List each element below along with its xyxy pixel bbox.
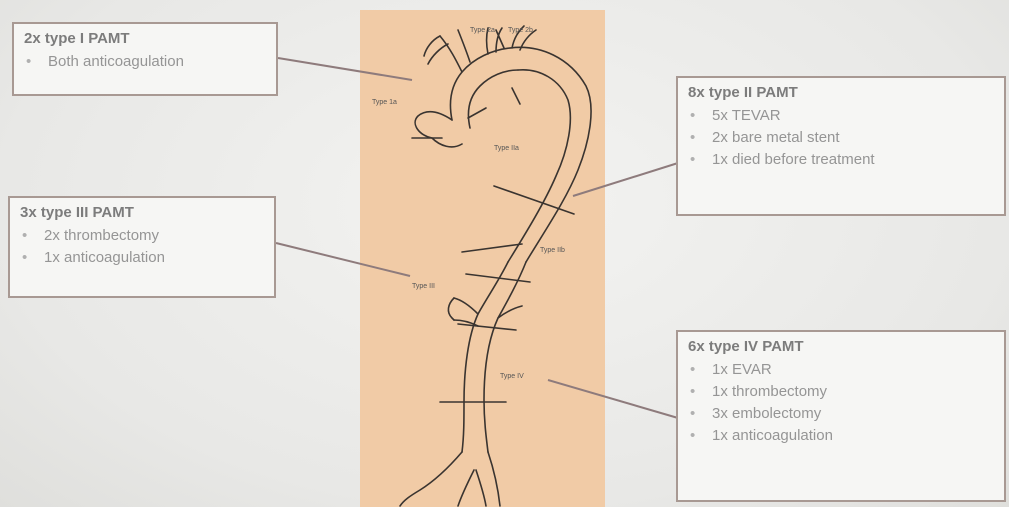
diagram-label-type-4: Type IV bbox=[500, 373, 524, 380]
diagram-label-type-2b-desc: Type IIb bbox=[540, 247, 565, 254]
diagram-label-type-3: Type III bbox=[412, 283, 435, 290]
callout-type-3-title: 3x type III PAMT bbox=[20, 204, 264, 221]
callout-type-2-item: 5x TEVAR bbox=[688, 105, 994, 127]
callout-type-2: 8x type II PAMT 5x TEVAR 2x bare metal s… bbox=[676, 76, 1006, 216]
diagram-label-type-2b-top: Type 2b bbox=[508, 27, 533, 34]
callout-type-4-item: 1x thrombectomy bbox=[688, 381, 994, 403]
callout-type-4: 6x type IV PAMT 1x EVAR 1x thrombectomy … bbox=[676, 330, 1006, 502]
callout-type-2-item: 1x died before treatment bbox=[688, 149, 994, 171]
callout-type-3-item: 2x thrombectomy bbox=[20, 225, 264, 247]
callout-type-2-item: 2x bare metal stent bbox=[688, 127, 994, 149]
callout-type-1: 2x type I PAMT Both anticoagulation bbox=[12, 22, 278, 96]
callout-type-1-item: Both anticoagulation bbox=[24, 51, 266, 73]
aorta-outline bbox=[400, 26, 591, 506]
callout-type-3-item: 1x anticoagulation bbox=[20, 247, 264, 269]
callout-type-4-item: 3x embolectomy bbox=[688, 403, 994, 425]
connector-type1 bbox=[278, 58, 412, 80]
connector-type2 bbox=[573, 163, 678, 196]
diagram-label-type-2a-desc: Type IIa bbox=[494, 145, 519, 152]
callout-type-2-list: 5x TEVAR 2x bare metal stent 1x died bef… bbox=[688, 105, 994, 171]
diagram-label-type-1a: Type 1a bbox=[372, 99, 397, 106]
callout-type-4-item: 1x anticoagulation bbox=[688, 425, 994, 447]
callout-type-4-title: 6x type IV PAMT bbox=[688, 338, 994, 355]
connector-type4 bbox=[548, 380, 678, 418]
diagram-label-type-2a-top: Type 2a bbox=[470, 27, 495, 34]
callout-type-1-title: 2x type I PAMT bbox=[24, 30, 266, 47]
callout-type-2-title: 8x type II PAMT bbox=[688, 84, 994, 101]
callout-type-4-list: 1x EVAR 1x thrombectomy 3x embolectomy 1… bbox=[688, 359, 994, 447]
callout-type-3: 3x type III PAMT 2x thrombectomy 1x anti… bbox=[8, 196, 276, 298]
callout-type-1-list: Both anticoagulation bbox=[24, 51, 266, 73]
callout-type-3-list: 2x thrombectomy 1x anticoagulation bbox=[20, 225, 264, 269]
callout-type-4-item: 1x EVAR bbox=[688, 359, 994, 381]
connector-type3 bbox=[276, 243, 410, 276]
